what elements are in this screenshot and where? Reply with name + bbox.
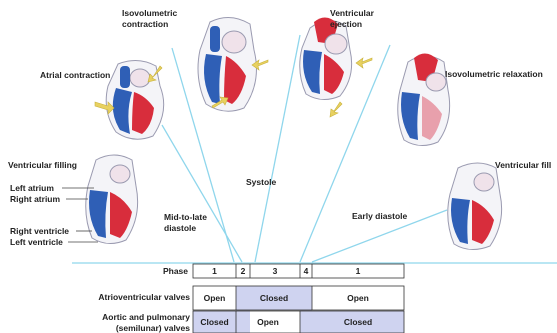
phase-number-1-again: 1 xyxy=(312,264,404,278)
phase-number-3: 3 xyxy=(250,264,300,278)
av-state-phase-1-again: Open xyxy=(312,286,404,310)
phase-number-4: 4 xyxy=(300,264,312,278)
row-label-semilunar-line-2: (semilunar) valves xyxy=(60,322,190,333)
phase-number-1: 1 xyxy=(193,264,236,278)
phase-number-2: 2 xyxy=(236,264,250,278)
av-state-phase-2-4: Closed xyxy=(236,286,312,310)
semilunar-state-phase-1-2: Closed xyxy=(193,311,236,333)
row-label-semilunar-line-1: Aortic and pulmonary xyxy=(60,311,190,322)
av-state-phase-1: Open xyxy=(193,286,236,310)
semilunar-state-phase-3: Open xyxy=(236,311,300,333)
row-label-av-valves: Atrioventricular valves xyxy=(60,290,190,304)
semilunar-state-phase-4-1: Closed xyxy=(312,311,404,333)
